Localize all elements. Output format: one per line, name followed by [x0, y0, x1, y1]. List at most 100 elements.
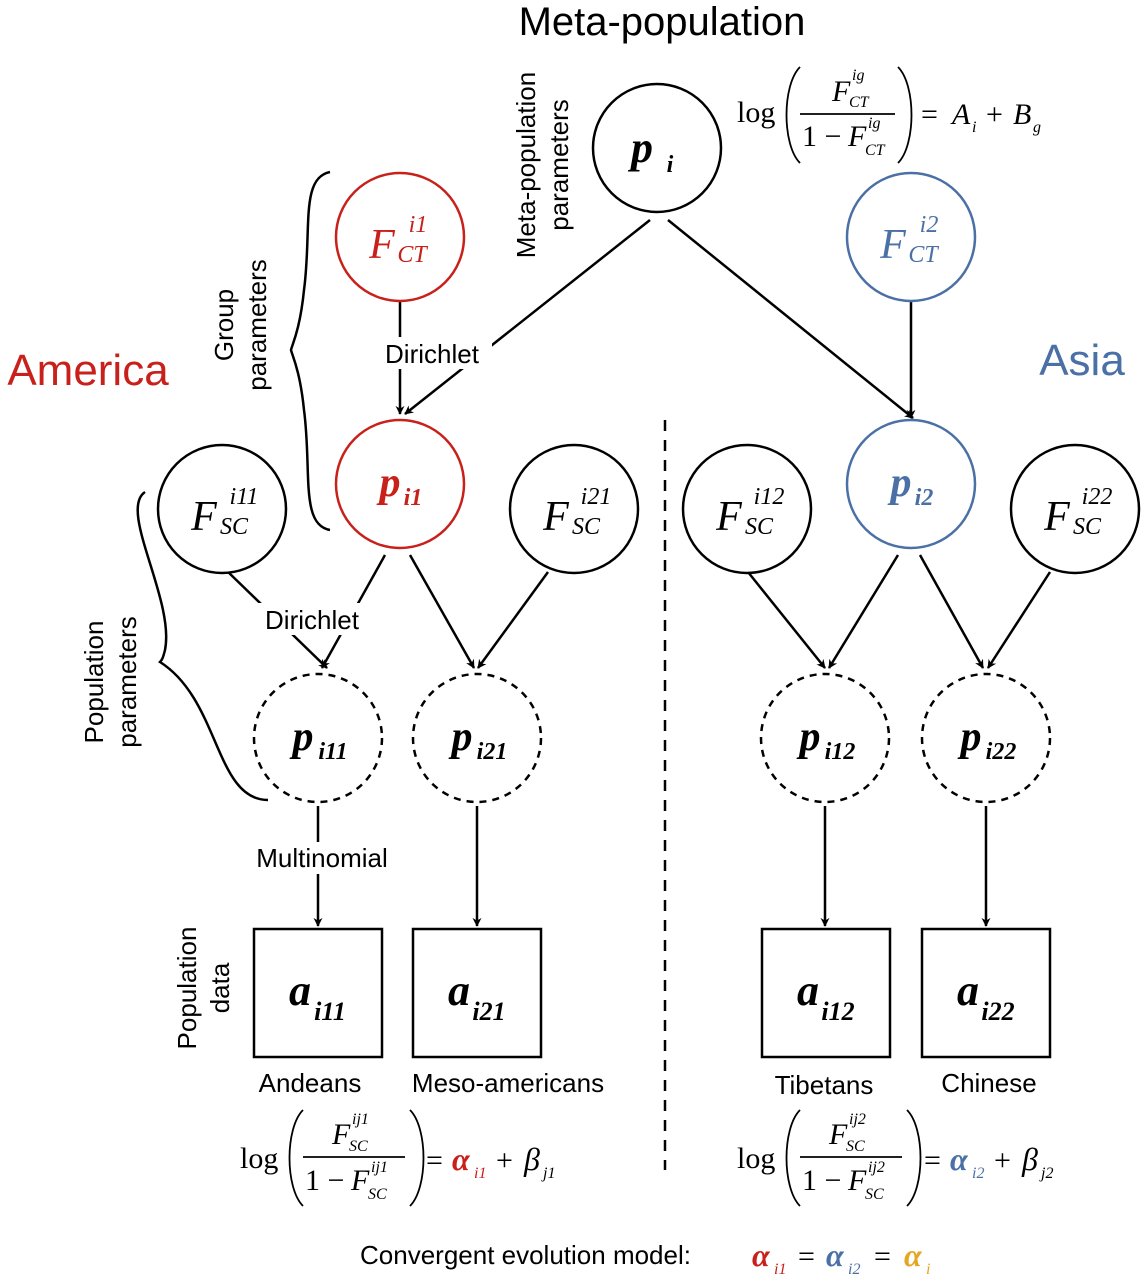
meta-population-parameters-label: Meta-population parameters [511, 72, 574, 258]
svg-text:=: = [798, 1240, 815, 1273]
svg-text:ig: ig [868, 115, 880, 132]
svg-text:=: = [874, 1240, 891, 1273]
edge-fsci12-to-pi12 [747, 571, 826, 669]
svg-text:+: + [496, 1144, 513, 1177]
node-p-i22: p i22 [920, 672, 1052, 804]
svg-text:=: = [426, 1144, 443, 1177]
region-label-asia: Asia [1039, 336, 1125, 385]
node-fsc-i22: F i22 SC [1009, 443, 1141, 575]
svg-text:SC: SC [846, 1138, 865, 1155]
svg-text:i2: i2 [915, 485, 934, 511]
svg-text:Group: Group [209, 289, 239, 361]
svg-text:i12: i12 [821, 997, 854, 1026]
edge-label-multinomial: Multinomial [256, 843, 388, 873]
node-a-i22: a i22 [920, 927, 1052, 1059]
edge-pi-to-pi1 [404, 219, 651, 415]
svg-text:SC: SC [220, 514, 249, 540]
node-p-i: p i [591, 82, 723, 214]
population-label-mesoamericans: Meso-americans [412, 1068, 604, 1098]
svg-text:=: = [924, 1144, 941, 1177]
node-fct-i1: F i1 CT [334, 171, 466, 303]
svg-text:p: p [377, 460, 401, 506]
svg-text:i2: i2 [848, 1261, 860, 1278]
svg-text:i1: i1 [474, 1165, 486, 1182]
svg-text:CT: CT [397, 242, 428, 268]
population-data-label: Population data [172, 927, 235, 1050]
node-fsc-i12: F i12 SC [681, 443, 813, 575]
node-p-i11: p i11 [252, 672, 384, 804]
node-fct-i2: F i2 CT [845, 171, 977, 303]
svg-text:g: g [1033, 119, 1041, 136]
svg-text:β: β [1021, 1141, 1038, 1177]
svg-text:Convergent evolution model:: Convergent evolution model: [360, 1240, 691, 1270]
group-parameters-brace [289, 170, 331, 532]
svg-text:1 −: 1 − [802, 1164, 841, 1197]
svg-text:CT: CT [849, 94, 870, 111]
svg-text:Meta-population: Meta-population [511, 72, 541, 258]
svg-text:+: + [994, 1144, 1011, 1177]
svg-text:α: α [950, 1141, 969, 1177]
population-parameters-brace [136, 490, 269, 802]
node-p-i21: p i21 [411, 672, 543, 804]
svg-text:1 −: 1 − [305, 1164, 344, 1197]
svg-text:i11: i11 [314, 997, 346, 1026]
svg-text:ig: ig [852, 67, 864, 84]
edge-label-dirichlet-population: Dirichlet [265, 605, 360, 635]
svg-text:a: a [289, 966, 311, 1015]
svg-text:p: p [958, 714, 982, 760]
svg-text:i2: i2 [972, 1165, 984, 1182]
formula-fsc-america-logit: log F ij1 SC 1 − F ij1 SC = α i1 + β j1 [240, 1109, 555, 1207]
edge-label-dirichlet-group: Dirichlet [385, 339, 480, 369]
population-label-andeans: Andeans [259, 1068, 362, 1098]
node-p-i2: p i2 [845, 418, 977, 550]
svg-text:F: F [847, 1164, 867, 1197]
svg-text:log: log [240, 1142, 278, 1175]
svg-text:parameters: parameters [544, 99, 574, 231]
edge-pi1-to-pi21 [408, 554, 476, 669]
svg-text:log: log [737, 96, 775, 129]
edge-fsci21-to-pi21 [476, 571, 550, 669]
svg-text:CT: CT [908, 242, 939, 268]
convergent-evolution-footer: Convergent evolution model: α i1 = α i2 … [360, 1237, 930, 1278]
svg-text:B: B [1013, 98, 1031, 131]
svg-text:i2: i2 [920, 212, 939, 238]
svg-text:=: = [921, 98, 938, 131]
svg-text:p: p [797, 714, 821, 760]
diagram-title: Meta-population [519, 0, 806, 44]
svg-text:F: F [828, 1118, 848, 1151]
svg-text:i11: i11 [318, 739, 347, 765]
formula-fsc-asia-logit: log F ij2 SC 1 − F ij2 SC = α i2 + β j2 [737, 1109, 1053, 1207]
svg-text:+: + [986, 98, 1003, 131]
node-p-i1: p i1 [334, 418, 466, 550]
svg-text:F: F [368, 222, 395, 268]
svg-text:F: F [331, 1118, 351, 1151]
svg-text:β: β [523, 1141, 540, 1177]
svg-text:SC: SC [572, 514, 601, 540]
svg-text:a: a [797, 966, 819, 1015]
node-a-i12: a i12 [760, 927, 892, 1059]
svg-text:Population: Population [172, 927, 202, 1050]
node-a-i21: a i21 [411, 927, 543, 1059]
svg-text:i21: i21 [477, 739, 508, 765]
svg-text:i1: i1 [404, 485, 423, 511]
svg-text:F: F [542, 494, 569, 540]
svg-text:data: data [205, 962, 235, 1013]
svg-text:j2: j2 [1039, 1165, 1053, 1182]
svg-text:i21: i21 [581, 484, 612, 510]
svg-text:i22: i22 [981, 997, 1014, 1026]
svg-text:F: F [847, 120, 867, 153]
svg-text:α: α [904, 1237, 923, 1273]
svg-text:ij2: ij2 [849, 1111, 866, 1128]
svg-text:i1: i1 [409, 212, 428, 238]
svg-text:a: a [448, 966, 470, 1015]
svg-text:F: F [879, 222, 906, 268]
svg-text:F: F [1043, 494, 1070, 540]
population-label-chinese: Chinese [941, 1068, 1036, 1098]
svg-text:j1: j1 [541, 1165, 555, 1182]
node-a-i11: a i11 [252, 927, 384, 1059]
edge-pi2-to-pi12 [827, 554, 900, 669]
svg-text:i: i [972, 119, 976, 136]
svg-text:SC: SC [865, 1186, 884, 1203]
svg-text:ij2: ij2 [868, 1159, 885, 1176]
svg-text:ij1: ij1 [371, 1159, 388, 1176]
